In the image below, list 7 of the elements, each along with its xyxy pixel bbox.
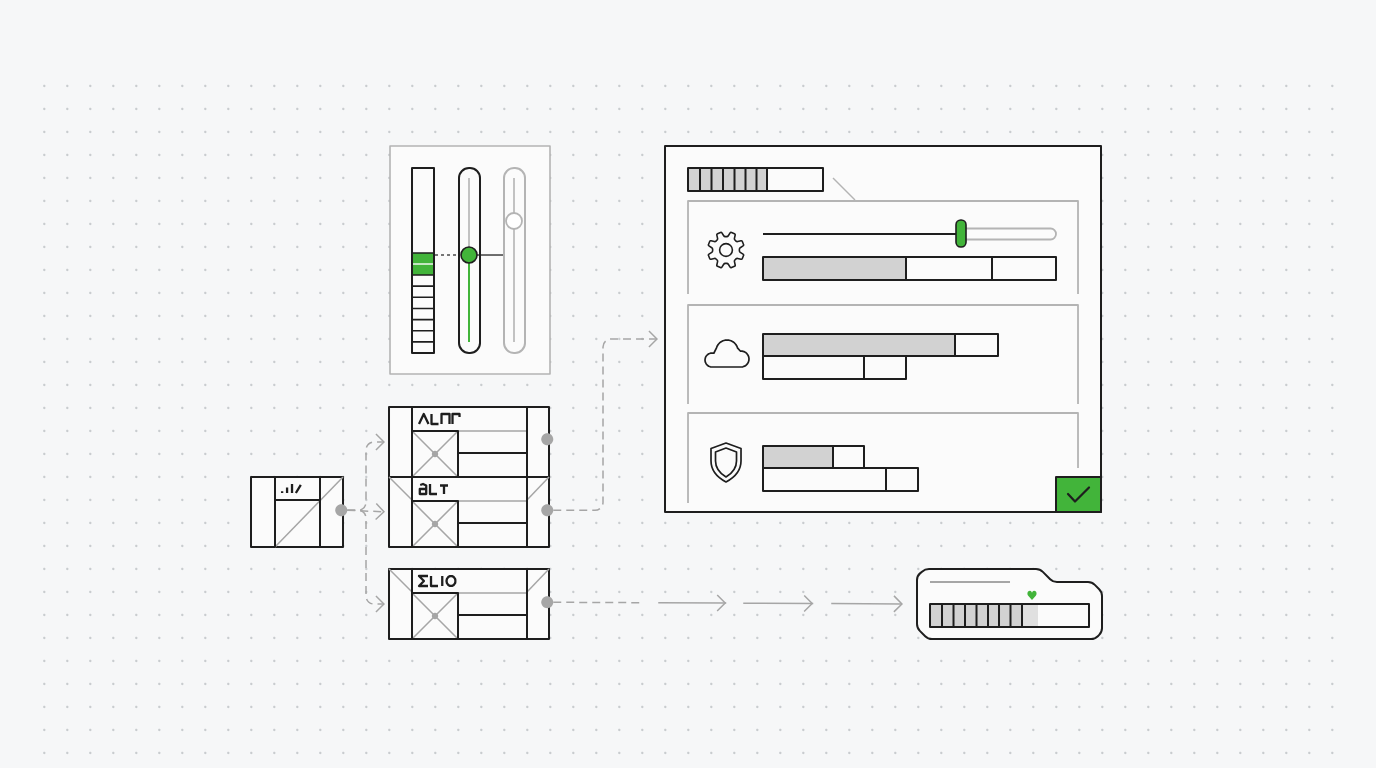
arrow (552, 330, 658, 511)
wireframe-card (388, 568, 550, 640)
arrow (346, 509, 385, 613)
wireframe-card (250, 476, 344, 548)
wireframe-card (388, 476, 550, 548)
arrow (552, 594, 903, 613)
wireframe-card (388, 406, 550, 478)
